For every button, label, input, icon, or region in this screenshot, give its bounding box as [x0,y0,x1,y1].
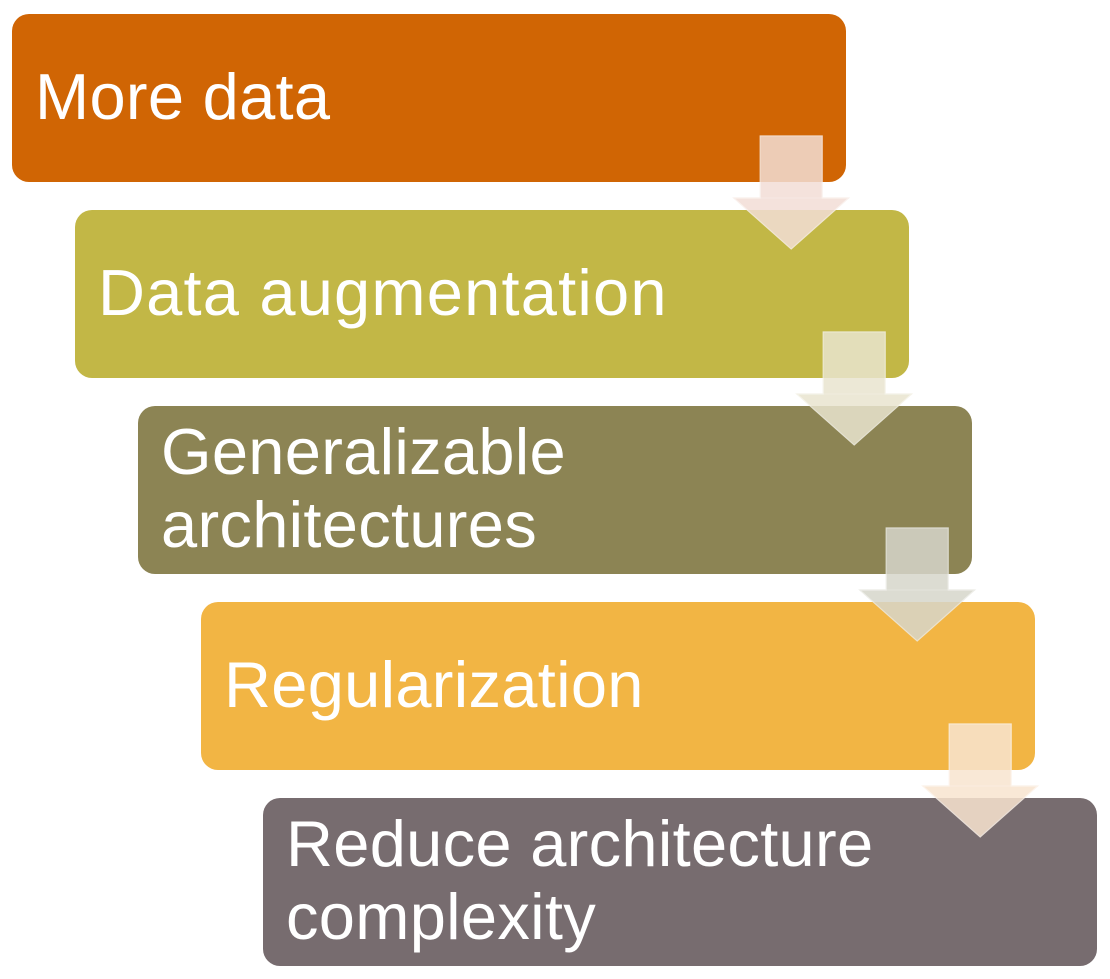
step-label: Regularization [224,647,644,721]
step-label: More data [35,59,331,133]
step-label: Reduce architecture complexity [286,807,874,953]
step-box-generalizable-architectures: Generalizable architectures [138,406,972,574]
step-label: Data augmentation [98,255,668,329]
step-label: Generalizable architectures [161,415,566,561]
step-box-more-data: More data [12,14,846,182]
step-box-regularization: Regularization [201,602,1035,770]
step-box-reduce-architecture-complexity: Reduce architecture complexity [263,798,1097,966]
step-box-data-augmentation: Data augmentation [75,210,909,378]
